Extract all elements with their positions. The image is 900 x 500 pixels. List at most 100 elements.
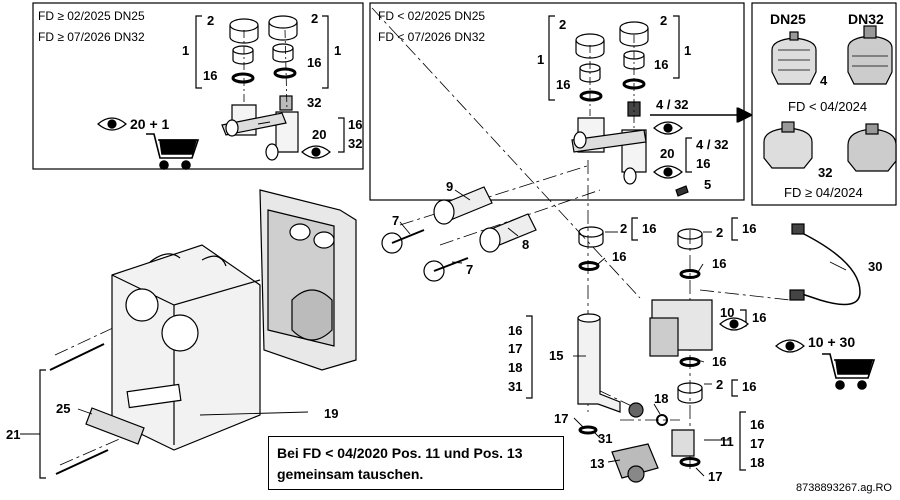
bracket-mid-1b	[673, 15, 680, 79]
condition-line: FD ≥ 07/2026 DN32	[38, 30, 145, 44]
thermometer-parts	[381, 186, 537, 282]
part-label: 1	[182, 43, 190, 58]
part-label: 31	[598, 431, 613, 446]
part-label: 2	[620, 221, 628, 236]
pipe-section	[577, 313, 621, 413]
part-label: 31	[508, 379, 523, 394]
part-label: 2	[559, 17, 567, 32]
part-label: 17	[750, 436, 765, 451]
bracket-15	[526, 315, 533, 399]
dn25-heading: DN25	[770, 11, 806, 27]
bracket-mid-1a	[548, 15, 555, 101]
middle-inset-parts	[571, 21, 689, 197]
eye-icon	[653, 165, 683, 179]
part-label: 16	[203, 68, 218, 83]
condition-line: FD < 07/2026 DN32	[378, 30, 486, 44]
bracket-left-1b	[322, 15, 329, 89]
part-label: 16	[750, 417, 765, 432]
bracket-21	[39, 369, 46, 479]
part-label: 9	[446, 179, 454, 194]
part-label: 1	[684, 43, 692, 58]
condition-line: FD ≥ 02/2025 DN25	[38, 9, 145, 23]
eye-icon	[719, 317, 749, 331]
shopping-cart-icon	[822, 353, 876, 390]
part-label: 16	[742, 379, 757, 394]
bracket-2-16-b	[731, 217, 738, 241]
bracket-mid-20	[685, 137, 692, 173]
mixing-valve-actuator	[611, 402, 701, 483]
part-label: 17	[508, 341, 523, 356]
part-label: 8	[522, 237, 530, 252]
part-label: 2	[311, 11, 319, 26]
part-label: 16	[654, 57, 669, 72]
part-label: 16	[742, 221, 757, 236]
right-inset-cartridges	[763, 25, 897, 172]
inset-middle-frame	[369, 2, 745, 201]
part-label: 17	[554, 411, 569, 426]
inset-right-frame	[751, 2, 897, 206]
bracket-left-1a	[195, 15, 202, 89]
note-line: gemeinsam tauschen.	[277, 466, 424, 482]
replacement-note: Bei FD < 04/2020 Pos. 11 und Pos. 13 gem…	[268, 436, 564, 490]
part-label: 16	[307, 55, 322, 70]
part-label: 7	[466, 262, 474, 277]
part-label: 5	[704, 177, 712, 192]
part-label: 18	[750, 455, 765, 470]
part-label: 18	[508, 360, 523, 375]
part-label: 4 / 32	[656, 97, 689, 112]
part-label: 7	[392, 213, 400, 228]
part-label: 30	[868, 259, 883, 274]
part-label: 32	[307, 95, 322, 110]
part-label: 19	[324, 406, 339, 421]
eye-icon	[97, 117, 127, 131]
circulation-pump	[649, 228, 713, 404]
part-label: 16	[508, 323, 523, 338]
part-label: 4	[820, 73, 828, 88]
bracket-11	[739, 411, 746, 471]
part-label: 16	[696, 156, 711, 171]
part-label: 25	[56, 401, 71, 416]
part-label: 20	[312, 127, 327, 142]
fd-after-label: FD ≥ 04/2024	[784, 185, 863, 200]
part-label: 16	[712, 354, 727, 369]
part-label: 17	[708, 469, 723, 484]
document-id: 8738893267.ag.RO	[795, 482, 892, 494]
part-label: 4 / 32	[696, 137, 729, 152]
part-label: 10	[720, 305, 735, 320]
front-plate	[85, 407, 145, 445]
part-label: 16	[712, 256, 727, 271]
part-label: 21	[6, 427, 21, 442]
sensor-cable	[789, 223, 861, 306]
centre-nuts	[578, 226, 604, 435]
part-label: 1	[537, 52, 545, 67]
part-label: 2	[660, 13, 668, 28]
bracket-left-20	[338, 117, 345, 153]
eye-icon	[653, 121, 683, 135]
part-label: 16	[348, 117, 363, 132]
eye-icon	[301, 145, 331, 159]
part-label: 2	[716, 377, 724, 392]
cart-quantity-text: 10 + 30	[808, 334, 856, 350]
part-label: 2	[716, 225, 724, 240]
part-label: 13	[590, 456, 605, 471]
bracket-2-16-c	[731, 379, 738, 397]
insulation-shell	[259, 189, 357, 371]
part-label: 16	[612, 249, 627, 264]
inset-left-frame	[32, 2, 364, 170]
note-line: Bei FD < 04/2020 Pos. 11 und Pos. 13	[277, 445, 523, 461]
part-label: 32	[348, 136, 363, 151]
fd-before-label: FD < 04/2024	[788, 99, 868, 114]
part-label: 11	[720, 434, 734, 449]
shopping-cart-icon	[146, 133, 200, 170]
part-label: 16	[642, 221, 657, 236]
part-label: 20	[660, 146, 675, 161]
leader-lines	[20, 121, 847, 477]
screw-upper	[49, 343, 105, 371]
part-label: 32	[818, 165, 833, 180]
left-inset-parts	[221, 15, 299, 161]
condition-line: FD < 02/2025 DN25	[378, 9, 486, 23]
screw-lower	[55, 449, 109, 475]
part-label: 16	[556, 77, 571, 92]
